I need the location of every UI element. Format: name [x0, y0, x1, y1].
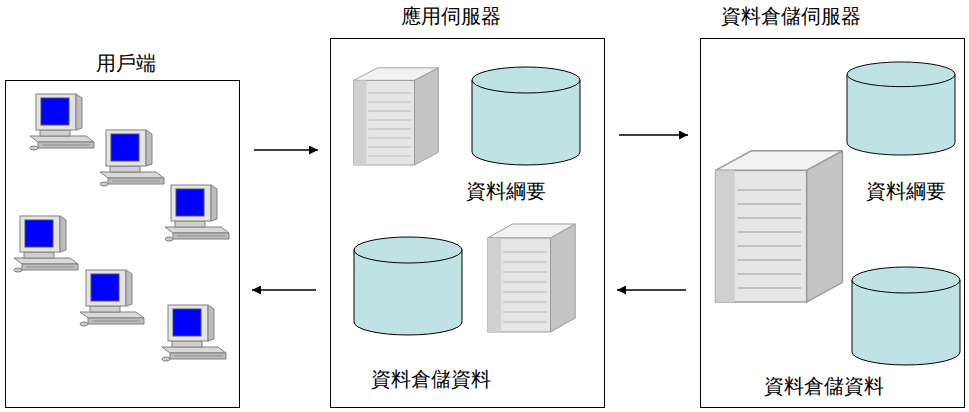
server-group-box: 資料倉儲伺服器資料綱要資料倉儲資料 — [700, 38, 965, 408]
server-group-box: 用戶端 — [5, 80, 240, 408]
group-heading: 應用伺服器 — [401, 4, 501, 28]
flow-arrow — [617, 289, 686, 291]
client-computer — [80, 270, 144, 326]
cylinder-outline — [471, 66, 581, 166]
flow-arrow — [252, 289, 316, 291]
cylinder-outline — [353, 236, 463, 336]
flow-arrow — [619, 134, 688, 136]
database-cylinder: 資料綱要 — [846, 61, 956, 156]
cylinder-outline — [851, 266, 961, 366]
database-cylinder: 資料倉儲資料 — [353, 236, 463, 336]
cylinder-outline — [846, 61, 956, 156]
client-computer — [100, 130, 164, 186]
client-computer — [30, 94, 94, 150]
client-computer — [165, 185, 229, 241]
group-heading: 資料倉儲伺服器 — [721, 4, 861, 28]
group-heading: 用戶端 — [96, 51, 156, 75]
data-label: 資料倉儲資料 — [371, 367, 491, 391]
client-computer — [14, 216, 78, 272]
data-label: 資料綱要 — [466, 179, 546, 203]
server-icon — [716, 151, 843, 302]
flow-arrow — [254, 149, 318, 151]
data-label: 資料倉儲資料 — [764, 374, 884, 398]
server-icon — [488, 224, 575, 332]
client-computer — [162, 305, 226, 361]
server-icon — [354, 68, 439, 165]
data-label: 資料綱要 — [866, 179, 946, 203]
server-group-box: 應用伺服器資料綱要資料倉儲資料 — [330, 38, 605, 408]
database-cylinder: 資料倉儲資料 — [851, 266, 961, 366]
database-cylinder: 資料綱要 — [471, 66, 581, 166]
